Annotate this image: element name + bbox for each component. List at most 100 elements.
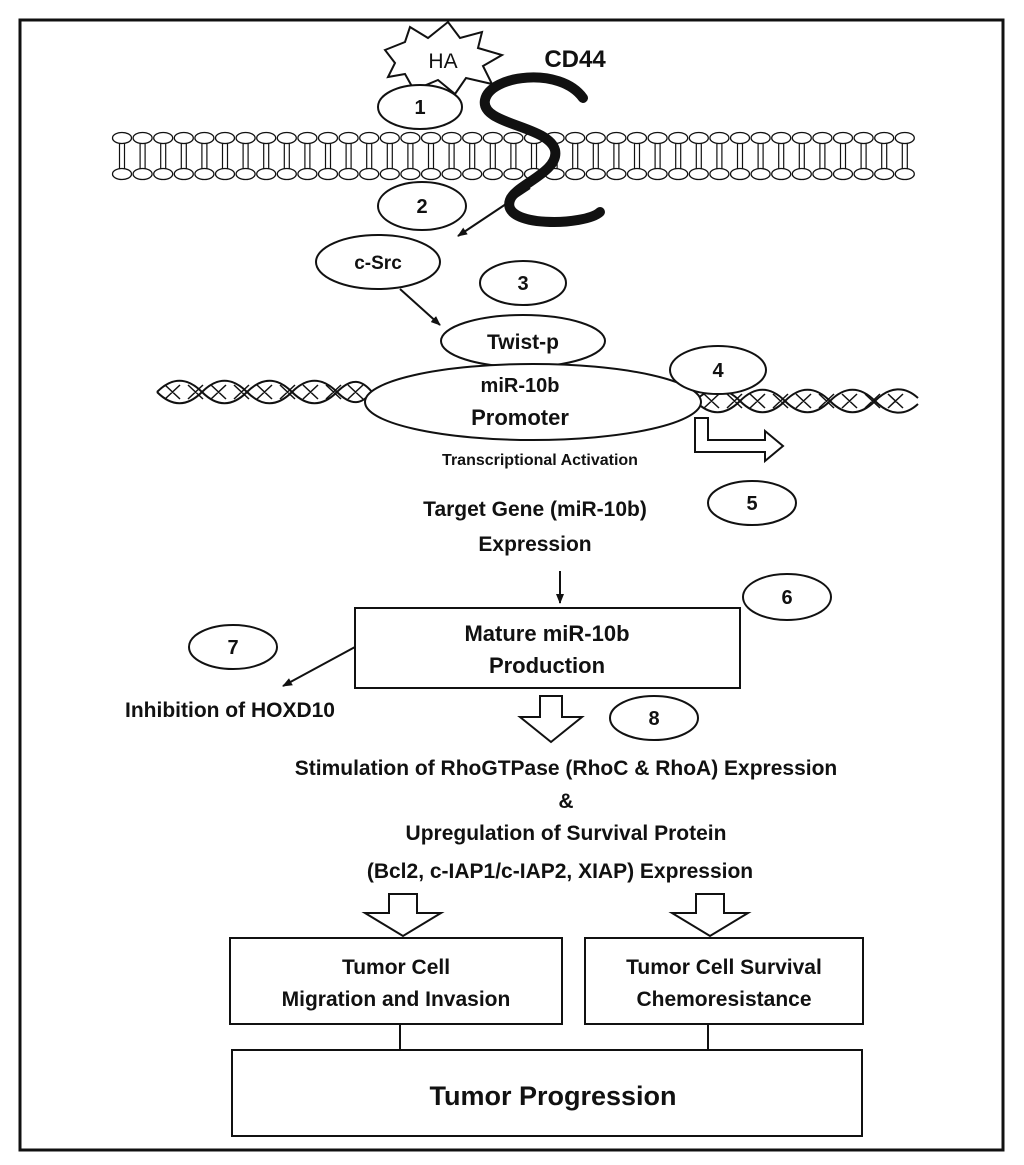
- membrane-head-bottom: [194, 167, 215, 181]
- membrane-head-bottom: [709, 167, 730, 181]
- migration-label-1: Tumor Cell: [342, 956, 450, 979]
- hoxd10-label: Inhibition of HOXD10: [125, 699, 335, 722]
- survival-label-1: Tumor Cell Survival: [626, 956, 822, 979]
- step-4-number: 4: [712, 360, 724, 382]
- membrane-head-bottom: [647, 167, 668, 181]
- progression-box: [231, 1049, 863, 1137]
- membrane-head-bottom: [111, 167, 133, 181]
- progression-label: Tumor Progression: [429, 1081, 676, 1111]
- membrane-head-top: [173, 131, 194, 145]
- step-2-oval: [377, 181, 467, 231]
- step-7-oval: [188, 624, 278, 670]
- membrane-head-bottom: [153, 167, 174, 181]
- arrow-csrc-to-twist: [399, 288, 441, 326]
- dna-helix-right: [694, 388, 919, 414]
- target-gene-label-2: Expression: [478, 533, 591, 556]
- membrane-head-top: [874, 131, 895, 145]
- migration-label-2: Migration and Invasion: [282, 988, 511, 1011]
- membrane-head-top: [853, 131, 874, 145]
- membrane-head-top: [256, 131, 277, 145]
- step-2-number: 2: [416, 196, 427, 218]
- promoter-node: [364, 363, 702, 441]
- block-arrow-to-migration: [361, 893, 445, 938]
- csrc-node: [315, 234, 441, 290]
- transcription-label: Transcriptional Activation: [442, 452, 638, 469]
- membrane-head-bottom: [812, 167, 833, 181]
- membrane-head-top: [503, 131, 524, 145]
- step-4-oval: [669, 345, 767, 395]
- stimulation-line-4: (Bcl2, c-IAP1/c-IAP2, XIAP) Expression: [367, 860, 753, 883]
- membrane-head-top: [626, 131, 648, 145]
- step-1-oval: [377, 84, 463, 130]
- membrane-head-top: [709, 131, 730, 145]
- membrane-head-bottom: [482, 167, 503, 181]
- mature-mirna-box: [354, 607, 741, 689]
- step-5-number: 5: [746, 493, 757, 515]
- membrane-head-bottom: [688, 167, 709, 181]
- membrane-head-bottom: [565, 167, 586, 181]
- migration-box: [229, 937, 563, 1025]
- step-8-number: 8: [648, 708, 659, 730]
- stimulation-line-3: Upregulation of Survival Protein: [406, 822, 727, 845]
- membrane-head-bottom: [441, 167, 462, 181]
- block-arrow-to-survival: [668, 893, 752, 938]
- dna-helix-left: [156, 379, 373, 405]
- membrane-head-bottom: [585, 167, 606, 181]
- membrane-head-bottom: [338, 167, 359, 181]
- cell-membrane: [111, 131, 915, 181]
- membrane-head-bottom: [606, 167, 627, 181]
- membrane-head-bottom: [771, 167, 792, 181]
- membrane-head-bottom: [462, 167, 483, 181]
- membrane-head-top: [668, 131, 689, 145]
- membrane-head-top: [462, 131, 483, 145]
- membrane-head-top: [111, 131, 133, 145]
- membrane-head-bottom: [668, 167, 689, 181]
- ha-ligand: HA: [383, 20, 505, 96]
- membrane-head-bottom: [420, 167, 442, 181]
- ha-star-shape: [383, 20, 505, 96]
- membrane-head-bottom: [379, 167, 400, 181]
- step-1-number: 1: [414, 97, 425, 119]
- membrane-head-top: [771, 131, 792, 145]
- membrane-head-bottom: [214, 167, 236, 181]
- membrane-head-top: [153, 131, 174, 145]
- membrane-head-top: [400, 131, 421, 145]
- step-8-oval: [609, 695, 699, 741]
- membrane-head-bottom: [317, 167, 339, 181]
- cd44-receptor: [479, 72, 605, 227]
- membrane-head-top: [791, 131, 812, 145]
- cd44-label: CD44: [544, 46, 606, 73]
- transcription-arrow: [694, 417, 785, 464]
- membrane-head-bottom: [791, 167, 812, 181]
- block-arrow-to-stimulation: [517, 695, 585, 744]
- membrane-head-bottom: [256, 167, 277, 181]
- membrane-head-top: [214, 131, 236, 145]
- membrane-head-bottom: [276, 167, 297, 181]
- csrc-label: c-Src: [354, 253, 402, 274]
- step-3-oval: [479, 260, 567, 306]
- membrane-head-top: [132, 131, 153, 145]
- membrane-head-top: [812, 131, 833, 145]
- membrane-head-top: [420, 131, 442, 145]
- step-5-oval: [707, 480, 797, 526]
- arrow-cd44-to-csrc: [457, 187, 531, 237]
- membrane-head-top: [338, 131, 359, 145]
- target-gene-label-1: Target Gene (miR-10b): [423, 498, 647, 521]
- stimulation-line-2: &: [558, 790, 573, 813]
- step-7-number: 7: [227, 637, 238, 659]
- membrane-head-top: [565, 131, 586, 145]
- membrane-head-top: [379, 131, 400, 145]
- membrane-head-top: [317, 131, 339, 145]
- promoter-label-2: Promoter: [471, 405, 569, 430]
- membrane-head-top: [297, 131, 318, 145]
- membrane-head-bottom: [132, 167, 153, 181]
- membrane-head-bottom: [750, 167, 771, 181]
- membrane-head-bottom: [874, 167, 895, 181]
- mature-mirna-label-1: Mature miR-10b: [464, 621, 629, 646]
- membrane-head-top: [194, 131, 215, 145]
- membrane-head-bottom: [173, 167, 194, 181]
- membrane-head-top: [235, 131, 256, 145]
- survival-label-2: Chemoresistance: [636, 988, 811, 1011]
- membrane-head-top: [482, 131, 503, 145]
